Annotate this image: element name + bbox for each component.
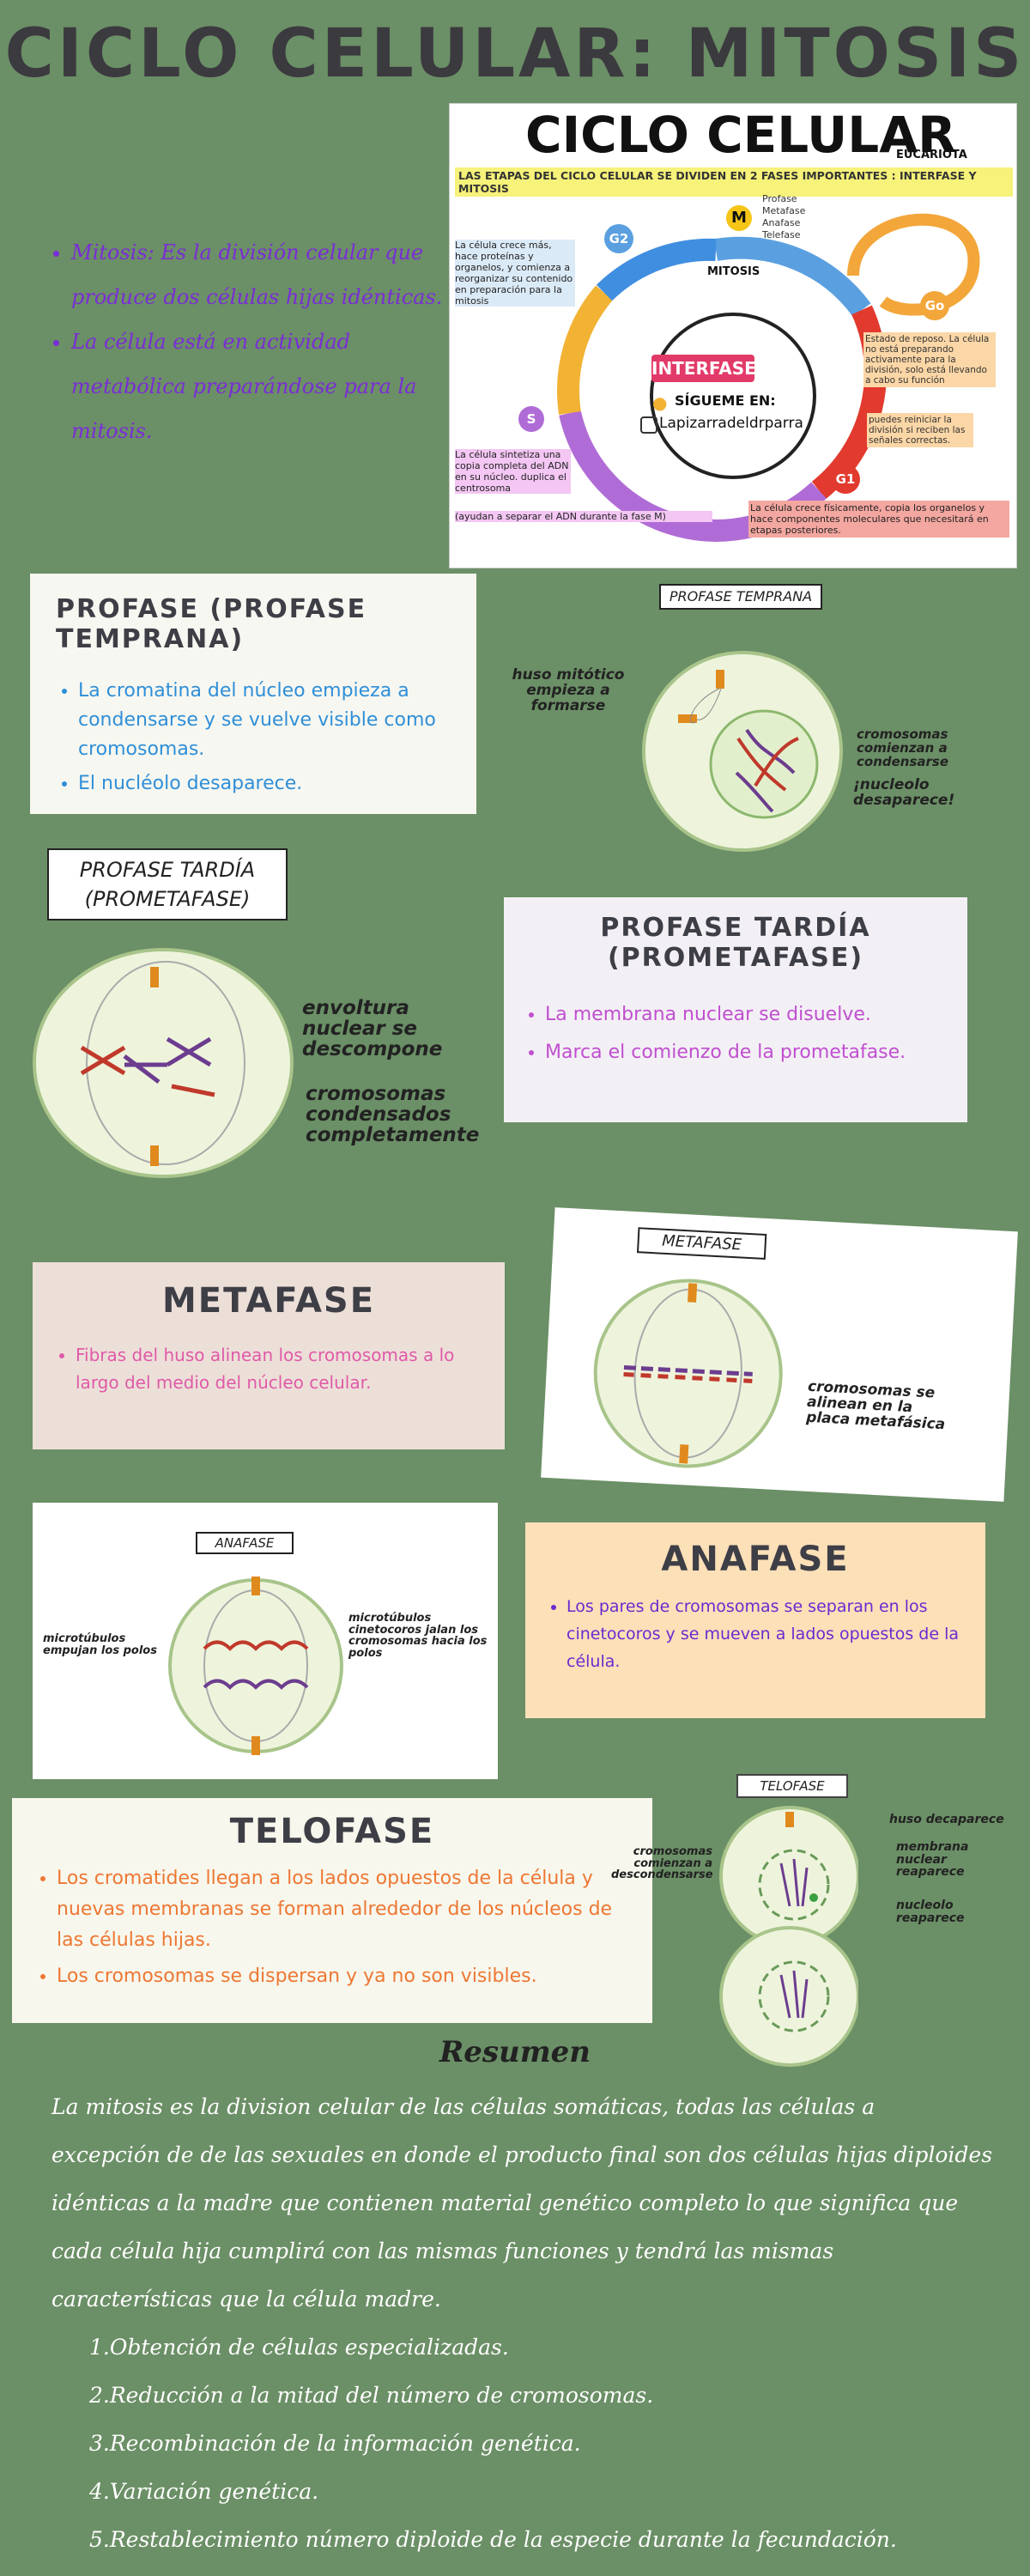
prometafase-diagram-tag: PROFASE TARDÍA (PROMETAFASE) bbox=[47, 848, 288, 920]
metafase-cell bbox=[593, 1279, 783, 1468]
prometafase-cell bbox=[33, 948, 294, 1178]
metafase-diagram-tag: METAFASE bbox=[636, 1227, 767, 1260]
follow-label: SÍGUEME EN: bbox=[675, 392, 776, 409]
interfase-label: INTERFASE bbox=[651, 355, 756, 382]
ring-arc-g2-yellow bbox=[557, 285, 614, 415]
metafase-bullet: Fibras del huso alinean los cromosomas a… bbox=[76, 1341, 484, 1396]
nucleus bbox=[709, 709, 819, 819]
telofase-diagram-tag: TELOFASE bbox=[736, 1774, 848, 1798]
resumen-item: 1.Obtención de células especializadas. bbox=[89, 2335, 509, 2360]
prometafase-label-envelope: envoltura nuclear se descompone bbox=[302, 997, 443, 1061]
page-title: CICLO CELULAR: MITOSIS bbox=[4, 15, 1026, 93]
g2-badge: G2 bbox=[604, 224, 633, 253]
anafase-label-push: microtúbulos empujan los polos bbox=[43, 1632, 157, 1657]
resumen-title: Resumen bbox=[439, 2035, 591, 2069]
telofase-label-membrana: membrana nuclear reaparece bbox=[896, 1840, 969, 1880]
metafase-title: METAFASE bbox=[161, 1281, 376, 1321]
g2-text: La célula crece más, hace proteínas y or… bbox=[455, 240, 575, 307]
cycle-subtitle: LAS ETAPAS DEL CICLO CELULAR SE DIVIDEN … bbox=[455, 167, 1013, 197]
profase-bullet: La cromatina del núcleo empieza a conden… bbox=[78, 677, 451, 764]
telofase-cells bbox=[719, 1806, 858, 2067]
g1-badge: G1 bbox=[831, 465, 860, 494]
prometafase-panel: PROFASE TARDÍA (PROMETAFASE) La membrana… bbox=[504, 897, 967, 1122]
telofase-label-nucleolo: nucleolo reaparece bbox=[896, 1899, 965, 1925]
telofase-panel: TELOFASE Los cromatides llegan a los lad… bbox=[12, 1798, 652, 2023]
anafase-bullet: Los pares de cromosomas se separan en lo… bbox=[566, 1593, 966, 1675]
ring-arc-mitosis bbox=[713, 236, 871, 317]
prometafase-label-chrom: cromosomas condensados completamente bbox=[306, 1083, 480, 1147]
inner-circle bbox=[650, 313, 816, 479]
centrosome-top bbox=[716, 670, 724, 689]
metafase-label-plate: cromosomas se alinean en la placa metafá… bbox=[805, 1377, 946, 1433]
profase-diagram-tag: PROFASE TEMPRANA bbox=[659, 584, 822, 610]
cycle-title: CICLO CELULAR bbox=[525, 106, 956, 164]
centrosome-top bbox=[150, 967, 159, 987]
mitosis-label: MITOSIS bbox=[707, 265, 760, 278]
s-text2: (ayudan a separar el ADN durante la fase… bbox=[455, 511, 712, 522]
intro-bullets: Mitosis: Es la división celular que prod… bbox=[47, 230, 451, 453]
prometafase-bullet: Marca el comienzo de la prometafase. bbox=[545, 1036, 948, 1069]
anafase-title: ANAFASE bbox=[661, 1540, 850, 1579]
resumen-paragraph: La mitosis es la division celular de las… bbox=[52, 2094, 993, 2312]
prometafase-title: PROFASE TARDÍA (PROMETAFASE) bbox=[600, 913, 871, 973]
telofase-label-huso: huso decaparece bbox=[889, 1813, 1004, 1826]
spindle-start bbox=[689, 688, 722, 724]
cycle-title-suffix: EUCARIOTA bbox=[896, 149, 967, 161]
intro-bullet: Mitosis: Es la división celular que prod… bbox=[71, 230, 451, 319]
g0-text2: puedes reiniciar la división si reciben … bbox=[867, 413, 973, 447]
telofase-bullet: Los cromosomas se dispersan y ya no son … bbox=[57, 1961, 630, 1992]
metafase-panel: METAFASE Fibras del huso alinean los cro… bbox=[33, 1262, 505, 1449]
g0-loop bbox=[847, 213, 980, 316]
resumen-item: 2.Reducción a la mitad del número de cro… bbox=[89, 2383, 654, 2408]
instagram-icon bbox=[640, 416, 657, 434]
profase-panel: PROFASE (PROFASE TEMPRANA) La cromatina … bbox=[30, 574, 476, 814]
anafase-label-pull: microtúbulos cinetocoros jalan los cromo… bbox=[348, 1612, 488, 1660]
m-phase-badge: M bbox=[726, 205, 752, 231]
g0-text: Estado de reposo. La célula no está prep… bbox=[863, 332, 996, 387]
intro-bullet: La célula está en actividad metabólica p… bbox=[71, 319, 451, 453]
resumen-list: 1.Obtención de células especializadas. 2… bbox=[89, 2324, 1016, 2564]
anafase-cell bbox=[168, 1577, 343, 1755]
m-phase-list: Profase Metafase Anafase Telefase bbox=[762, 193, 806, 240]
telofase-title: TELOFASE bbox=[229, 1812, 435, 1851]
centrosome-left bbox=[678, 714, 697, 723]
profase-label-spindle: huso mitótico empieza a formarse bbox=[512, 666, 625, 714]
profase-bullet: El nucléolo desaparece. bbox=[78, 769, 451, 799]
profase-label-nucleolus: ¡nucleolo desaparece! bbox=[853, 776, 955, 809]
centrosome-bottom bbox=[150, 1145, 159, 1166]
s-badge: S bbox=[518, 406, 544, 432]
resumen-item: 4.Variación genética. bbox=[89, 2479, 319, 2504]
telofase-bullet: Los cromatides llegan a los lados opuest… bbox=[57, 1863, 630, 1956]
resumen-item: 3.Recombinación de la información genéti… bbox=[89, 2431, 581, 2456]
prometafase-bullet: La membrana nuclear se disuelve. bbox=[545, 999, 948, 1031]
telofase-label-chrom: cromosomas comienzan a descondensarse bbox=[611, 1845, 713, 1882]
s-text: La célula sintetiza una copia completa d… bbox=[455, 449, 571, 494]
cycle-infographic: CICLO CELULAR EUCARIOTA LAS ETAPAS DEL C… bbox=[449, 103, 1017, 568]
spindle bbox=[86, 961, 245, 1165]
profase-cell bbox=[642, 651, 843, 852]
social-handle: Lapizarradeldrparra bbox=[659, 415, 803, 432]
g1-text: La célula crece físicamente, copia los o… bbox=[748, 501, 1009, 538]
g0-badge: Go bbox=[920, 291, 949, 320]
metafase-diagram-card: METAFASE cromosomas se alinean en la pla… bbox=[541, 1207, 1018, 1502]
resumen-item: 5.Restablecimiento número diploide de la… bbox=[89, 2527, 897, 2552]
ring-arc-g2-blue bbox=[596, 238, 717, 301]
profase-title: PROFASE (PROFASE TEMPRANA) bbox=[56, 594, 367, 654]
anafase-panel: ANAFASE Los pares de cromosomas se separ… bbox=[525, 1522, 985, 1718]
lightbulb-icon: ● bbox=[652, 392, 668, 413]
profase-label-chrom: cromosomas comienzan a condensarse bbox=[857, 726, 949, 769]
anafase-diagram-tag: ANAFASE bbox=[196, 1532, 294, 1554]
anafase-diagram-card: ANAFASE microtúbulos empujan los polos m… bbox=[33, 1503, 498, 1779]
